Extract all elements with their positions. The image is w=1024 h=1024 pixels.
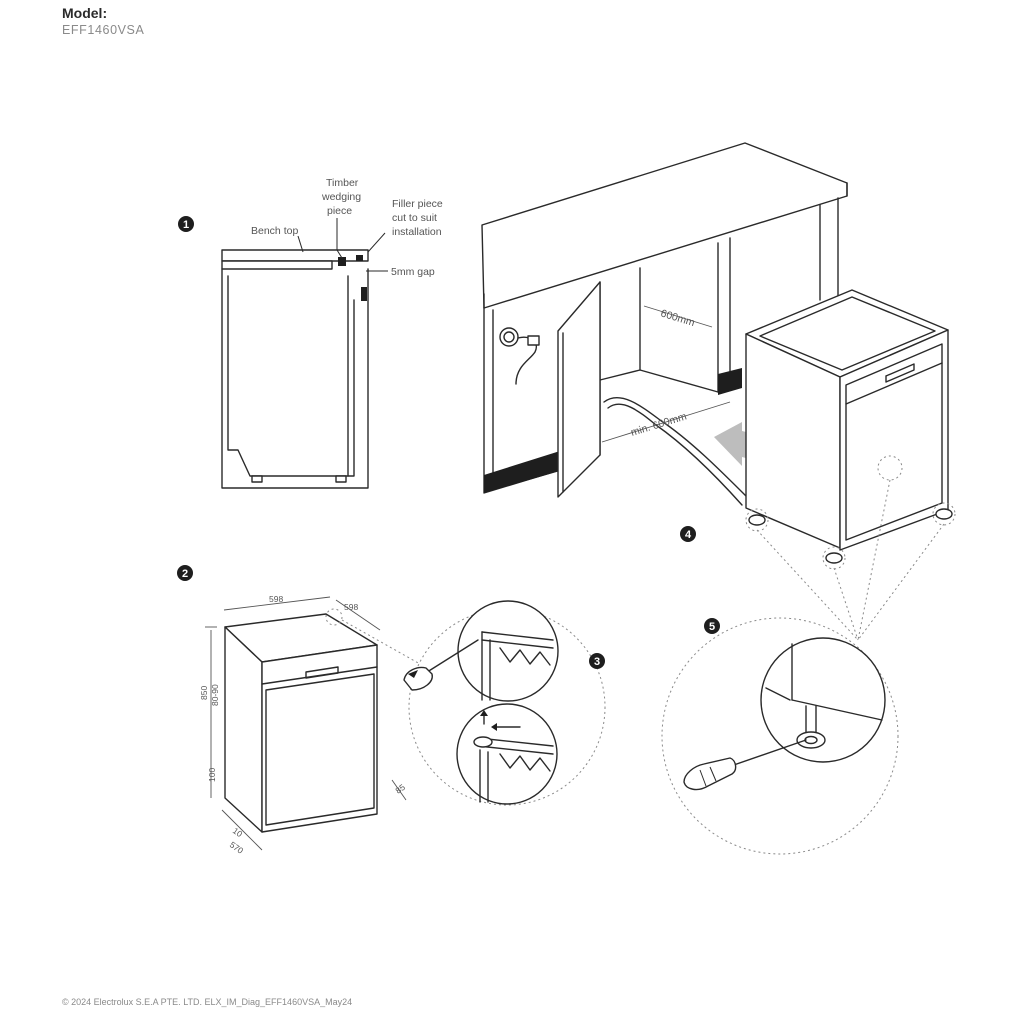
dim-foot-width: 10 (231, 825, 245, 839)
model-label: Model: (62, 5, 108, 21)
bench-top-label: Bench top (251, 225, 298, 237)
step-number-4: 4 (685, 529, 692, 541)
step-badge-3 (589, 653, 605, 669)
water-tap (499, 327, 519, 347)
adjustable-foot-icon (796, 731, 826, 749)
footer-copyright: © 2024 Electrolux S.E.A PTE. LTD. ELX_IM… (62, 997, 353, 1007)
step-number-1: 1 (183, 219, 189, 231)
foot-right (935, 508, 953, 520)
filler-piece (361, 287, 367, 301)
foot-left (748, 514, 766, 526)
step-badge-1 (178, 216, 194, 232)
bench-top (221, 249, 369, 262)
timber-label-3: piece (327, 205, 352, 217)
screwdriver-handle-icon (683, 757, 737, 791)
dim-side: 85 (393, 782, 407, 796)
filler-label-1: Filler piece (392, 198, 443, 210)
dim-height: 850 (199, 686, 209, 700)
opening-width-label: 600mm (659, 307, 696, 329)
dishwasher-handle (885, 363, 915, 383)
step2-front (261, 644, 378, 833)
timber-wedge (338, 257, 346, 266)
filler-label-2: cut to suit (392, 212, 437, 224)
dim-width: 598 (269, 594, 283, 604)
dim-plinth: 100 (207, 768, 217, 782)
inset-lower (456, 703, 558, 805)
toe-kick-right (718, 368, 742, 395)
kitchen-bench-top (481, 142, 848, 309)
open-cabinet-door (557, 281, 601, 498)
step-number-3: 3 (594, 656, 600, 668)
step3-figure: 3 (403, 600, 606, 806)
dishwasher-side (227, 275, 355, 477)
step-badge-2 (177, 565, 193, 581)
step-number-2: 2 (182, 568, 188, 580)
step-badge-4 (680, 526, 696, 542)
model-number: EFF1460VSA (62, 23, 145, 37)
step2-figure: 2 598 598 850 80-90 100 10 570 85 (177, 565, 421, 856)
timber-label-2: wedging (321, 191, 361, 203)
step5-zoom-ring (661, 617, 899, 855)
dim-depth: 598 (344, 602, 358, 612)
toe-kick-left (484, 451, 560, 493)
step1-figure: 1 Bench top Timber wedging piece Filler … (178, 177, 443, 489)
drain-hose (603, 397, 751, 501)
step-badge-5 (704, 618, 720, 634)
inset-upper (457, 600, 559, 702)
gap-label: 5mm gap (391, 266, 435, 278)
step-number-5: 5 (709, 621, 715, 633)
foot-front (825, 552, 843, 564)
step2-handle (305, 666, 339, 679)
timber-label-1: Timber (326, 177, 359, 189)
step2-side (224, 626, 263, 833)
step4-figure: 4 600mm min. 600mm (481, 142, 956, 641)
step5-figure: 5 (661, 617, 899, 855)
filler-label-3: installation (392, 226, 442, 238)
screwdriver-icon (403, 666, 433, 691)
dim-height-sub: 80-90 (210, 684, 220, 706)
dim-foot-depth: 570 (228, 839, 246, 855)
